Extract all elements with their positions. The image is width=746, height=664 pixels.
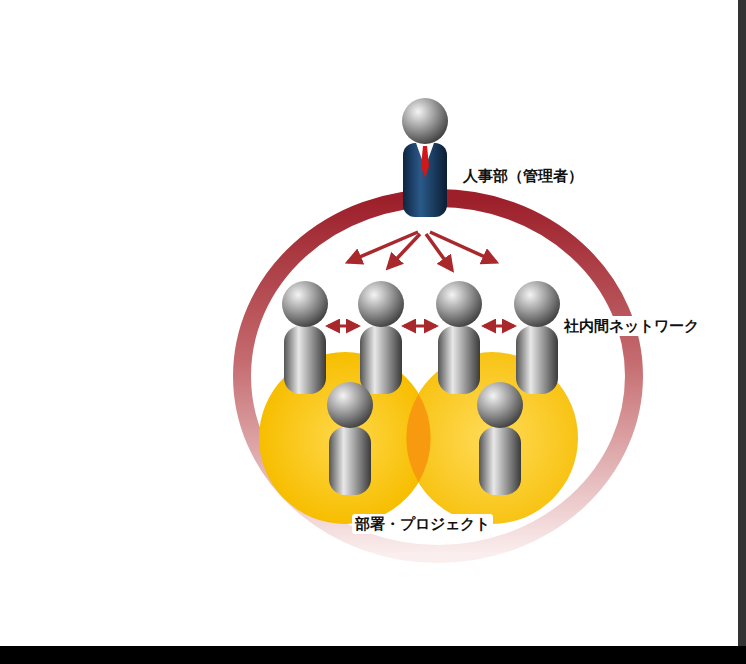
person [514, 281, 560, 394]
caption-label: 社内間ネットワーク [561, 316, 702, 336]
overlap [406, 394, 430, 482]
caption-label: 人事部（管理者） [460, 166, 586, 186]
person [477, 382, 523, 495]
bubble-tip [118, 637, 215, 646]
network-arrows [328, 325, 514, 328]
person [327, 382, 373, 495]
person [282, 281, 328, 394]
manager-figure [402, 98, 448, 217]
edge-bar [738, 0, 746, 664]
person [358, 281, 404, 394]
person [436, 281, 482, 394]
manager-arrows [348, 232, 496, 270]
caption-label: 部署・プロジェクト [352, 514, 493, 534]
bottom-bar [0, 646, 746, 664]
network-ring [242, 198, 634, 554]
